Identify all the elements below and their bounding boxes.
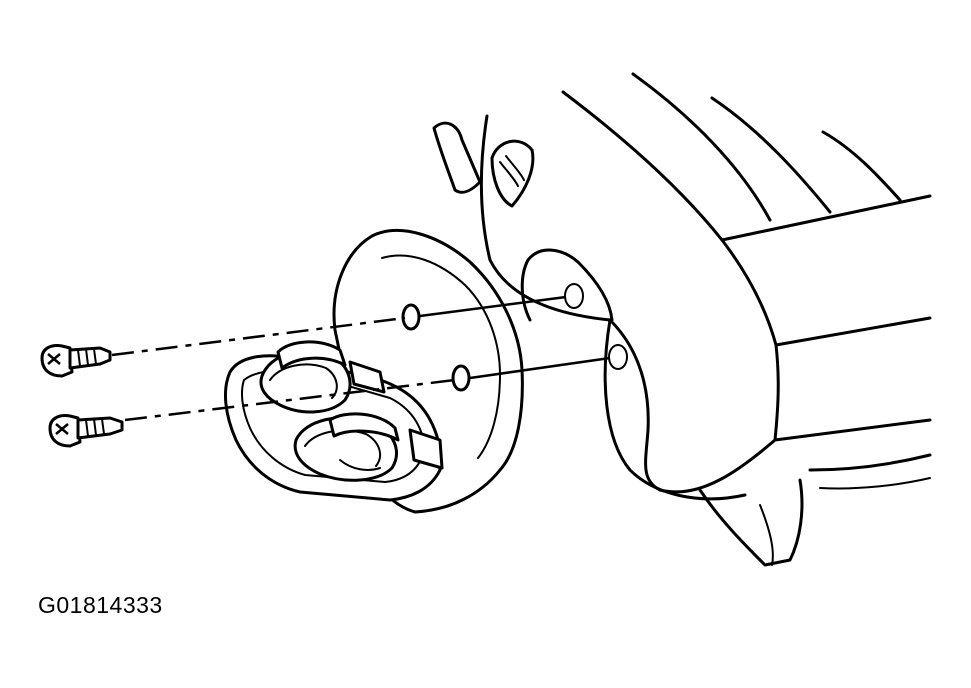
intake-housing [432,72,932,567]
alignment-guides [111,295,611,422]
screw-lower [48,414,124,448]
screw-upper [40,344,112,378]
figure-id-label: G01814333 [38,592,163,618]
sensor-flange [224,228,524,514]
